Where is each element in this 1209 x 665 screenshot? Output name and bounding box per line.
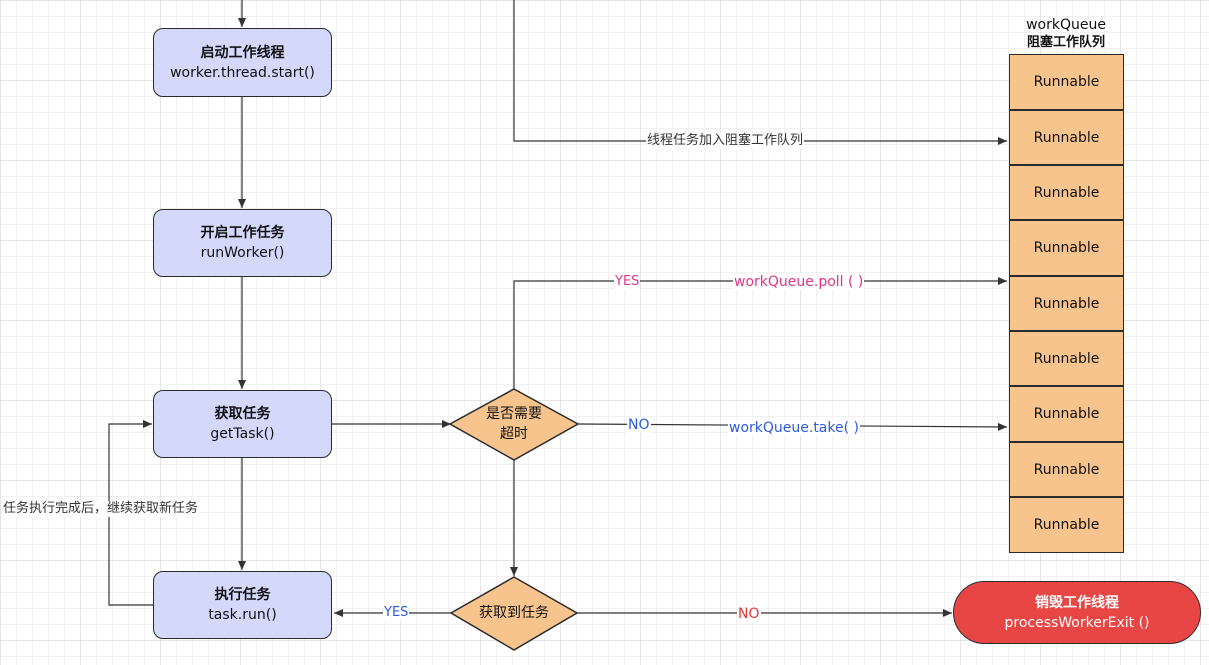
node-run-task-code: task.run()	[208, 607, 277, 623]
node-exit-title: 销毁工作线程	[1035, 594, 1119, 611]
queue-title: workQueue 阻塞工作队列	[1008, 16, 1124, 52]
queue-item: Runnable	[1009, 386, 1124, 442]
edge-label-loop-back: 任务执行完成后，继续获取新任务	[2, 501, 200, 517]
queue-title-subtitle: 阻塞工作队列	[1026, 35, 1105, 50]
node-get-task: 获取任务 getTask()	[153, 390, 332, 458]
node-start-thread: 启动工作线程 worker.thread.start()	[153, 28, 332, 97]
edge-label-no-exit: NO	[737, 606, 761, 622]
queue-item: Runnable	[1009, 442, 1124, 497]
queue-item: Runnable	[1009, 331, 1124, 386]
decision-got-task-shape	[449, 576, 579, 651]
decision-need-timeout-line1: 是否需要	[486, 406, 542, 422]
node-start-thread-title: 启动工作线程	[200, 44, 285, 61]
decision-need-timeout-shape	[448, 388, 580, 461]
edge-label-yes-poll: YES	[614, 274, 641, 290]
queue-item: Runnable	[1009, 220, 1124, 276]
node-run-worker-title: 开启工作任务	[200, 225, 285, 241]
edge-enqueue	[513, 0, 1007, 145]
node-run-task-title: 执行任务	[214, 587, 271, 603]
edge-label-yes-run: YES	[383, 605, 410, 621]
node-start-thread-code: worker.thread.start()	[170, 64, 315, 81]
queue-item: Runnable	[1009, 54, 1124, 110]
node-run-worker-code: runWorker()	[200, 245, 285, 261]
decision-need-timeout-line2: 超时	[500, 426, 528, 442]
decision-got-task: 获取到任务	[479, 605, 549, 621]
node-get-task-code: getTask()	[210, 426, 275, 442]
queue-item: Runnable	[1009, 276, 1124, 331]
node-get-task-title: 获取任务	[214, 406, 271, 422]
node-run-task: 执行任务 task.run()	[153, 571, 332, 639]
node-exit: 销毁工作线程 processWorkerExit ()	[953, 581, 1201, 644]
edge-label-poll: workQueue.poll ( )	[733, 274, 865, 290]
edge-label-take: workQueue.take( )	[728, 420, 860, 436]
queue-item: Runnable	[1009, 497, 1124, 553]
decision-need-timeout: 是否需要 超时	[474, 404, 554, 444]
queue-title-name: workQueue	[1026, 17, 1106, 33]
edge-label-enqueue: 线程任务加入阻塞工作队列	[646, 133, 805, 149]
queue-item: Runnable	[1009, 110, 1124, 165]
edge-label-no-take: NO	[627, 417, 651, 433]
edge-yes-poll	[513, 277, 1007, 389]
queue-item: Runnable	[1009, 165, 1124, 220]
node-exit-code: processWorkerExit ()	[1004, 614, 1150, 631]
node-run-worker: 开启工作任务 runWorker()	[153, 209, 332, 277]
